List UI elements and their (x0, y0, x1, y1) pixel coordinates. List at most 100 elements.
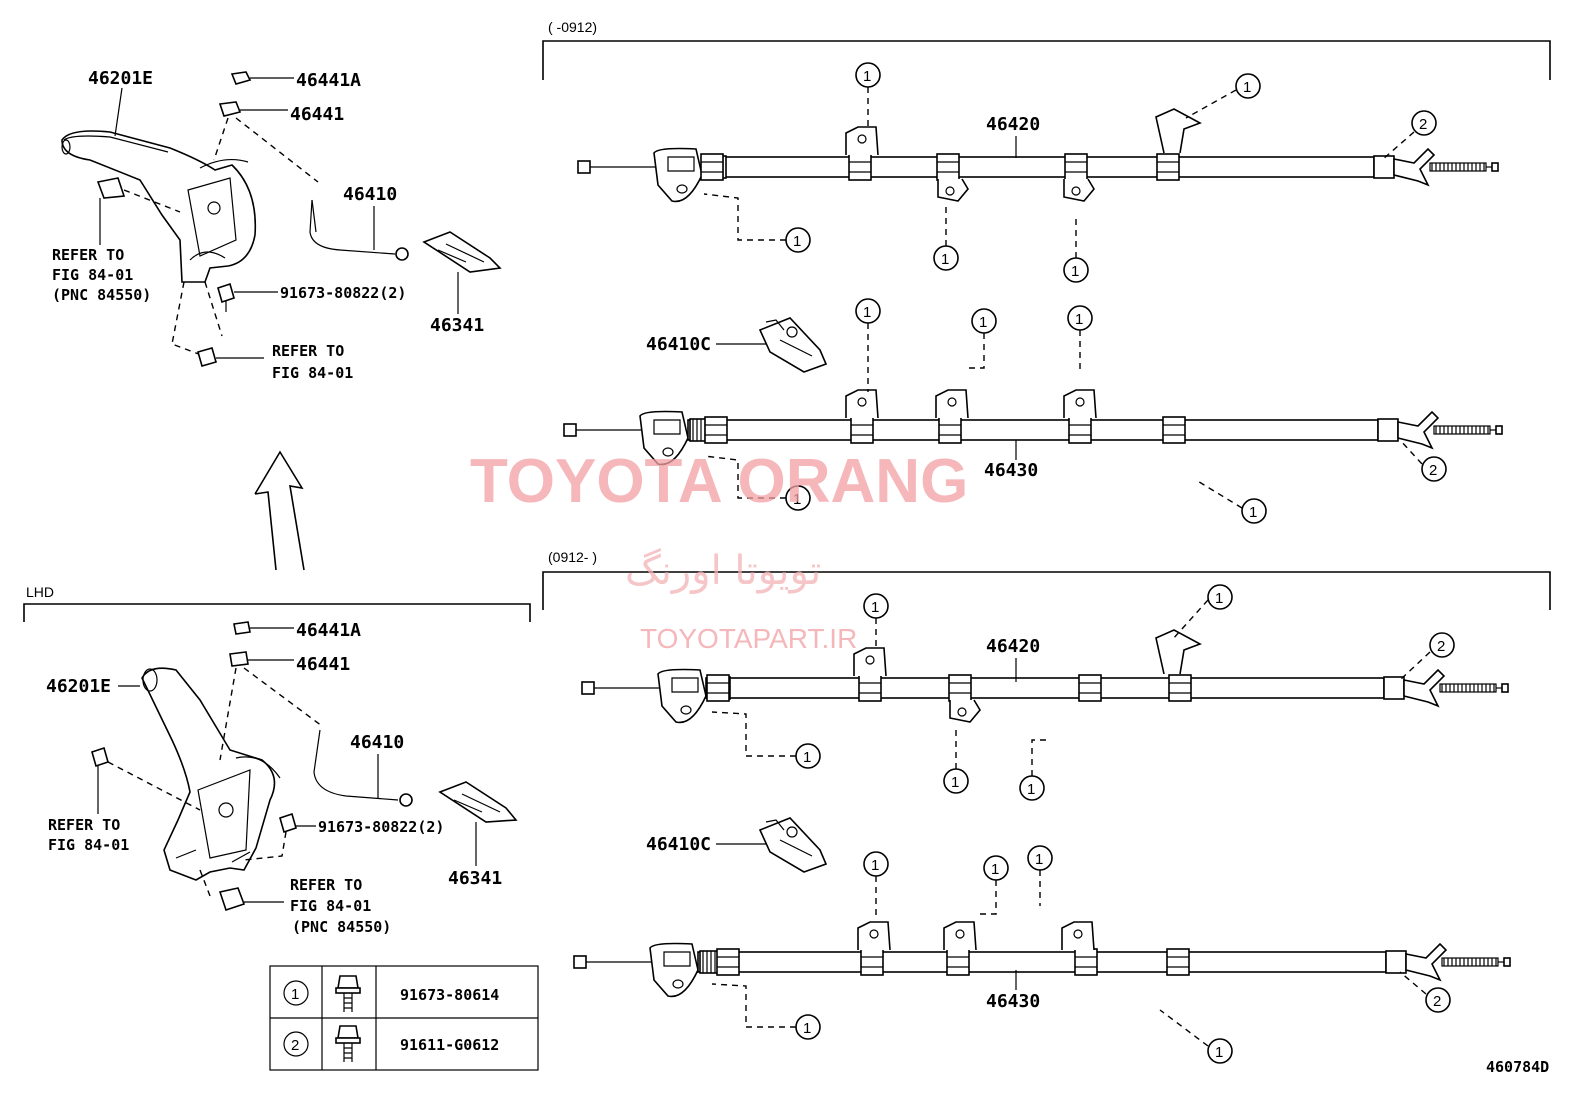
bracket-hook-top (1155, 108, 1202, 154)
callout-num: 1 (1243, 79, 1251, 96)
bracket-a-top (845, 126, 879, 156)
label-46441A-upper: 46441A (296, 70, 361, 91)
bolt-upper (217, 282, 235, 312)
callout-num: 1 (863, 68, 871, 85)
callout-num: 1 (1071, 263, 1079, 280)
callout-num: 1 (979, 314, 987, 331)
lever-assembly-lhd (141, 667, 281, 881)
callout-num: 1 (871, 857, 879, 874)
nut-46441A-lhd (233, 621, 251, 635)
bracket-b-mid (935, 389, 969, 419)
legend-part-1: 91673-80614 (400, 986, 499, 1004)
callout-num: 1 (793, 233, 801, 250)
watermark-site: TOYOTAPART.IR (640, 623, 857, 654)
figure-code: 460784D (1486, 1058, 1549, 1076)
callout-10: 1 (703, 455, 811, 511)
label-46201E-upper: 46201E (88, 68, 153, 89)
clip-46410C-top (758, 317, 828, 373)
screw-upper (197, 347, 217, 367)
bracket-b-top (937, 178, 969, 202)
refer-a-line3-lhd: (PNC 84550) (292, 918, 391, 936)
callout-num: 1 (1075, 311, 1083, 328)
cable-46430-bottom (573, 942, 1511, 998)
cable-46410-lhd (313, 729, 413, 807)
callout-num: 1 (1249, 504, 1257, 521)
bracket-b-low (949, 699, 981, 723)
label-46410-upper: 46410 (343, 184, 397, 205)
lever-assembly-upper (61, 130, 257, 283)
callout-num: 2 (1419, 116, 1427, 133)
label-46410-lhd: 46410 (350, 732, 404, 753)
refer-a-line1-lhd: REFER TO (290, 876, 362, 894)
callout-num: 1 (863, 304, 871, 321)
legend-num-1: 1 (291, 986, 299, 1003)
callout-14: 1 (1171, 584, 1233, 641)
callout-12: 2 (1399, 439, 1447, 482)
callout-11: 1 (1195, 479, 1267, 524)
cable-46420-bottom (581, 668, 1509, 724)
refer-b-line2-upper: FIG 84-01 (272, 364, 353, 382)
bracket-refer-upper (96, 177, 126, 199)
callout-num: 1 (1215, 1044, 1223, 1061)
callout-num: 1 (803, 1020, 811, 1037)
callout-num: 2 (1437, 638, 1445, 655)
label-46430-top: 46430 (984, 460, 1038, 481)
label-46441-lhd: 46441 (296, 654, 350, 675)
label-46410C-top: 46410C (646, 334, 711, 355)
range-top-label: ( -0912) (548, 19, 597, 35)
label-46201E-lhd: 46201E (46, 676, 111, 697)
label-bolt-upper: 91673-80822(2) (280, 284, 406, 302)
label-46420-top: 46420 (986, 114, 1040, 135)
label-46441-upper: 46441 (290, 104, 344, 125)
refer-a-line3-upper: (PNC 84550) (52, 286, 151, 304)
callout-num: 1 (1027, 781, 1035, 798)
label-46430-bottom: 46430 (986, 991, 1040, 1012)
bracket-c-mid (1063, 389, 1097, 419)
watermark: TOYOTA ORANG تویوتا اورنگ TOYOTAPART.IR (470, 447, 968, 654)
legend-num-2: 2 (291, 1037, 299, 1054)
callout-num: 1 (941, 251, 949, 268)
callout-1: 1 (855, 62, 881, 128)
bracket-bottom (542, 571, 1551, 610)
callout-num: 1 (1215, 590, 1223, 607)
callout-5: 1 (933, 202, 959, 271)
refer-a-line2-lhd: FIG 84-01 (290, 897, 371, 915)
clip-46341-upper (422, 231, 502, 273)
callout-24: 2 (1399, 971, 1451, 1013)
bracket-b-bot (943, 921, 977, 951)
refer-a-line2-upper: FIG 84-01 (52, 266, 133, 284)
callout-num: 1 (871, 599, 879, 616)
bolt-lhd (279, 812, 297, 834)
cable-46410-upper (309, 199, 409, 261)
callout-9: 1 (1067, 305, 1093, 370)
refer-b-line1-upper: REFER TO (272, 342, 344, 360)
label-46341-lhd: 46341 (448, 868, 502, 889)
bracket-lhd (23, 603, 531, 622)
callout-2: 1 (1185, 73, 1261, 119)
callout-num: 1 (803, 749, 811, 766)
callout-16: 1 (711, 711, 821, 769)
bracket-a-bot (857, 921, 891, 951)
bracket-top (542, 40, 1551, 80)
direction-arrow (254, 450, 305, 571)
nut-46441-lhd (229, 651, 249, 667)
bracket-a-low (853, 647, 887, 677)
lhd-label: LHD (26, 584, 54, 600)
legend-part-2: 91611-G0612 (400, 1036, 499, 1054)
cable-46430-top (563, 410, 1503, 466)
callout-20: 1 (980, 855, 1009, 915)
bracket-c-top (1063, 178, 1095, 202)
bracket-c-bot (1061, 921, 1095, 951)
legend-table: 1 91673-80614 2 91611-G0612 (269, 965, 539, 1071)
bracket-hook-low (1155, 629, 1202, 675)
callout-7: 1 (855, 298, 881, 392)
callout-num: 2 (1429, 462, 1437, 479)
callout-18: 1 (1019, 739, 1050, 801)
refer-b-line2-lhd: FIG 84-01 (48, 836, 129, 854)
watermark-persian: تویوتا اورنگ (625, 548, 821, 594)
callout-num: 1 (951, 774, 959, 791)
label-46441A-lhd: 46441A (296, 620, 361, 641)
callout-23: 1 (1159, 1009, 1233, 1064)
bracket-a-mid (845, 389, 879, 419)
label-46341-upper: 46341 (430, 315, 484, 336)
